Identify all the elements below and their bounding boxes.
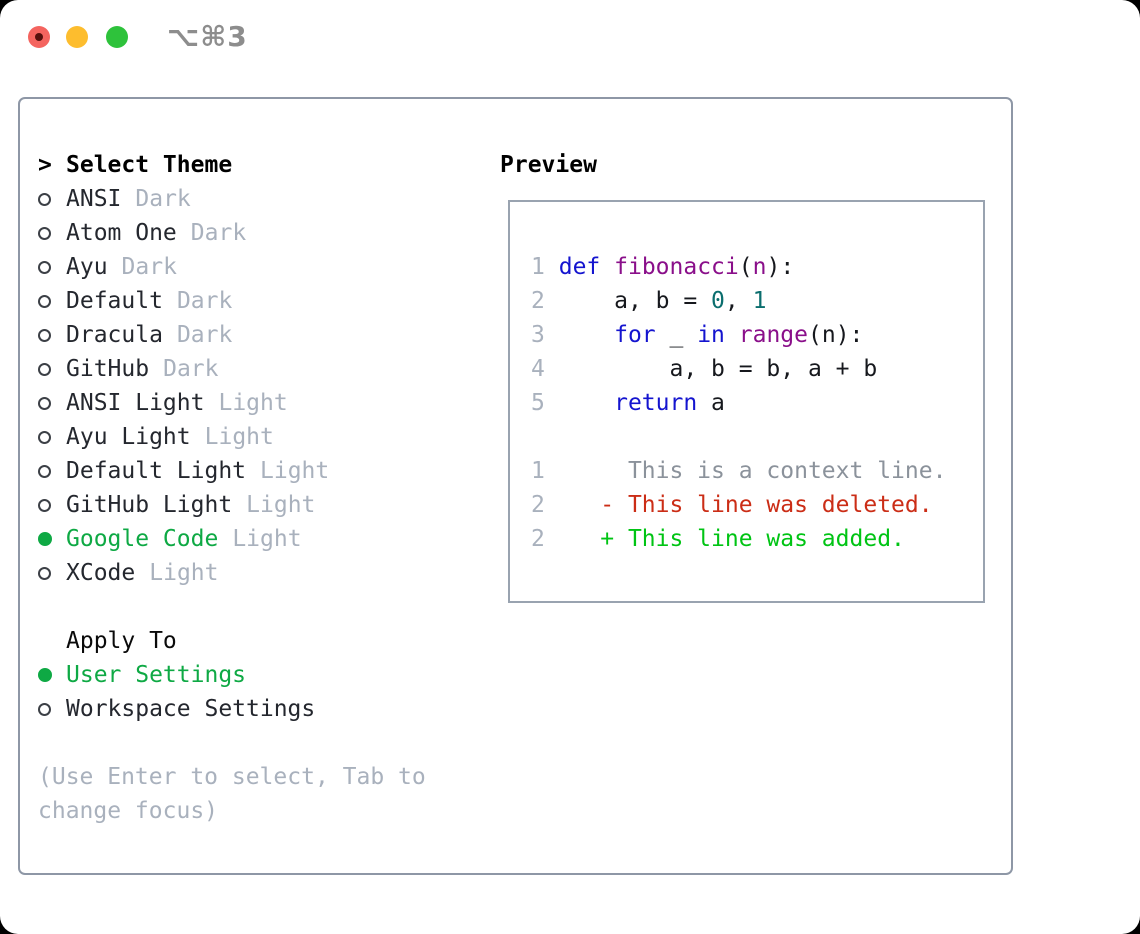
theme-variant: Dark bbox=[176, 288, 233, 314]
code-line: 4 a, b = b, a + b bbox=[531, 356, 878, 382]
focus-caret-icon: > bbox=[38, 152, 52, 178]
radio-icon bbox=[38, 464, 51, 478]
theme-name: Default bbox=[66, 288, 163, 314]
apply-option-label: Workspace Settings bbox=[66, 696, 316, 722]
theme-variant: Light bbox=[246, 492, 316, 518]
theme-option-default-dark[interactable]: Default Dark bbox=[38, 284, 426, 318]
code-line: 1 This is a context line. bbox=[531, 458, 947, 484]
theme-option-google-code-light[interactable]: Google Code Light bbox=[38, 522, 426, 556]
apply-to-title: Apply To bbox=[66, 628, 177, 654]
theme-option-ayu-dark[interactable]: Ayu Dark bbox=[38, 250, 426, 284]
radio-icon bbox=[38, 260, 51, 274]
apply-option-label: User Settings bbox=[66, 662, 247, 688]
theme-option-atom-one-dark[interactable]: Atom One Dark bbox=[38, 216, 426, 250]
theme-variant: Dark bbox=[163, 356, 219, 382]
preview-code: 1 def fibonacci(n): 2 a, b = 0, 1 3 for _ … bbox=[531, 250, 946, 556]
theme-variant: Dark bbox=[135, 186, 191, 212]
preview-title: Preview bbox=[500, 152, 597, 178]
theme-name: ANSI Light bbox=[66, 390, 205, 416]
theme-variant: Dark bbox=[176, 322, 233, 348]
line-number: 1 bbox=[531, 458, 545, 484]
theme-panel: > Select Theme ANSI Dark Atom One Dark A… bbox=[38, 148, 426, 828]
theme-option-github-light[interactable]: GitHub Light Light bbox=[38, 488, 426, 522]
radio-icon bbox=[38, 362, 51, 376]
window-title: ⌥⌘3 bbox=[167, 20, 248, 53]
code-line: 2 + This line was added. bbox=[531, 526, 905, 552]
radio-icon bbox=[38, 192, 51, 206]
theme-option-xcode-light[interactable]: XCode Light bbox=[38, 556, 426, 590]
minimize-button-icon[interactable] bbox=[66, 26, 88, 48]
code-line: 2 - This line was deleted. bbox=[531, 492, 933, 518]
code-line bbox=[531, 420, 946, 454]
zoom-button-icon[interactable] bbox=[106, 26, 128, 48]
line-number: 5 bbox=[531, 390, 545, 416]
theme-name: Ayu bbox=[66, 254, 108, 280]
theme-variant: Light bbox=[149, 560, 219, 586]
radio-icon bbox=[38, 328, 51, 342]
theme-name: Default Light bbox=[66, 458, 247, 484]
theme-option-dracula-dark[interactable]: Dracula Dark bbox=[38, 318, 426, 352]
apply-option-workspace-settings[interactable]: Workspace Settings bbox=[38, 692, 426, 726]
select-theme-title: Select Theme bbox=[66, 152, 233, 178]
theme-variant: Light bbox=[260, 458, 330, 484]
help-text-line1: (Use Enter to select, Tab to bbox=[38, 764, 426, 790]
radio-selected-icon bbox=[38, 532, 52, 546]
theme-name: Dracula bbox=[66, 322, 163, 348]
radio-icon bbox=[38, 430, 51, 444]
theme-variant: Dark bbox=[121, 254, 177, 280]
theme-name: Ayu Light bbox=[66, 424, 191, 450]
theme-option-github-dark[interactable]: GitHub Dark bbox=[38, 352, 426, 386]
line-number: 1 bbox=[531, 254, 545, 280]
theme-variant: Light bbox=[232, 526, 302, 552]
code-line: 1 def fibonacci(n): bbox=[531, 254, 795, 280]
theme-name: Atom One bbox=[66, 220, 177, 246]
preview-pane: 1 def fibonacci(n): 2 a, b = 0, 1 3 for _ … bbox=[508, 200, 985, 603]
close-button-icon[interactable] bbox=[28, 26, 50, 48]
line-number: 2 bbox=[531, 492, 545, 518]
theme-variant: Light bbox=[218, 390, 288, 416]
line-number: 2 bbox=[531, 526, 545, 552]
help-text-line2: change focus) bbox=[38, 798, 219, 824]
theme-name: ANSI bbox=[66, 186, 122, 212]
line-number: 3 bbox=[531, 322, 545, 348]
select-theme-header: > Select Theme bbox=[38, 148, 426, 182]
theme-name: XCode bbox=[66, 560, 136, 586]
radio-icon bbox=[38, 702, 51, 716]
radio-selected-icon bbox=[38, 668, 52, 682]
theme-option-ayu-light[interactable]: Ayu Light Light bbox=[38, 420, 426, 454]
line-number: 4 bbox=[531, 356, 545, 382]
code-line: 2 a, b = 0, 1 bbox=[531, 288, 767, 314]
code-line: 5 return a bbox=[531, 390, 725, 416]
radio-icon bbox=[38, 396, 51, 410]
code-line: 3 for _ in range(n): bbox=[531, 322, 864, 348]
theme-option-ansi-dark[interactable]: ANSI Dark bbox=[38, 182, 426, 216]
line-number: 2 bbox=[531, 288, 545, 314]
theme-name: GitHub bbox=[66, 356, 150, 382]
apply-option-user-settings[interactable]: User Settings bbox=[38, 658, 426, 692]
radio-icon bbox=[38, 226, 51, 240]
radio-icon bbox=[38, 294, 51, 308]
apply-to-header: Apply To bbox=[38, 624, 426, 658]
radio-icon bbox=[38, 566, 51, 580]
radio-icon bbox=[38, 498, 51, 512]
theme-option-ansi-light[interactable]: ANSI Light Light bbox=[38, 386, 426, 420]
theme-name: Google Code bbox=[66, 526, 219, 552]
theme-option-default-light[interactable]: Default Light Light bbox=[38, 454, 426, 488]
theme-name: GitHub Light bbox=[66, 492, 233, 518]
theme-variant: Light bbox=[204, 424, 274, 450]
theme-variant: Dark bbox=[190, 220, 247, 246]
